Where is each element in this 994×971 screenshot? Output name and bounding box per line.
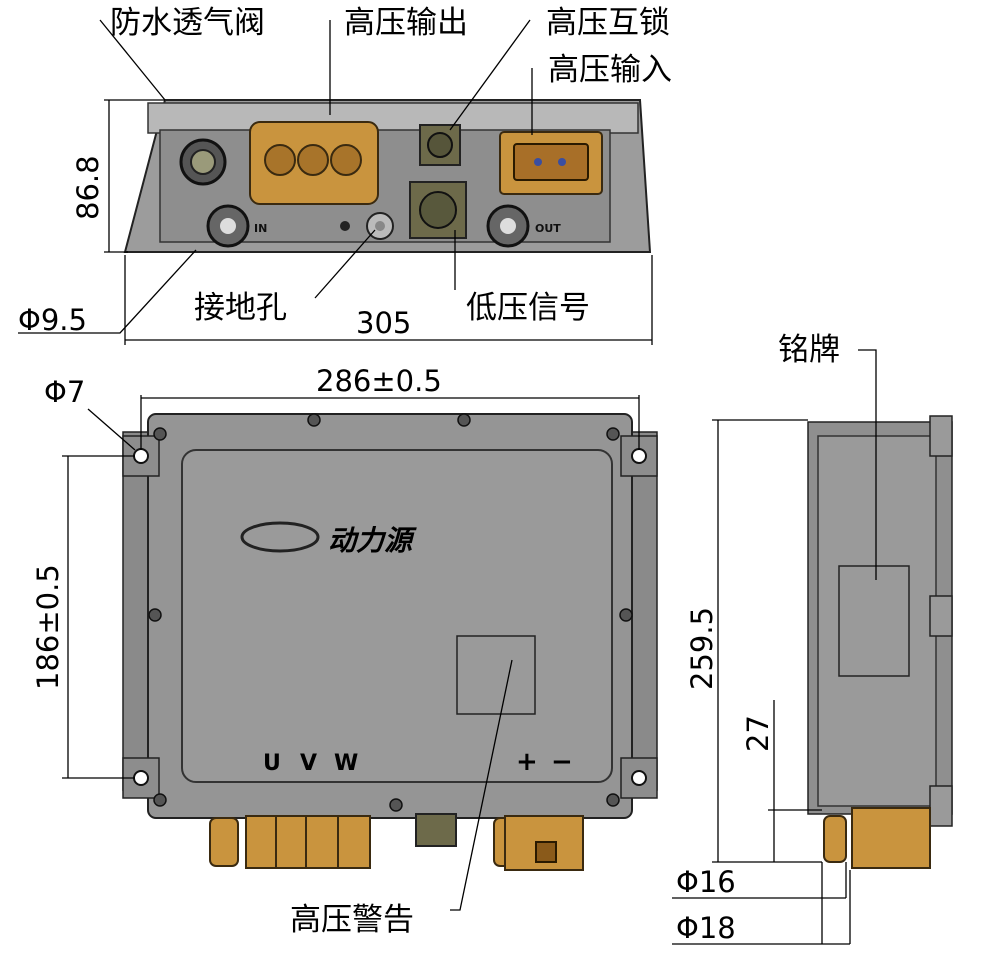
- top-view: 动力源 U V W + −: [122, 413, 658, 871]
- hv-warning-label: [456, 635, 536, 715]
- port-out-label: OUT: [535, 222, 561, 235]
- dim-hole-dia-front: Φ9.5: [18, 303, 87, 337]
- plus-mark: +: [516, 747, 538, 777]
- callout-lv-signal: 低压信号: [466, 290, 590, 326]
- port-in-label: IN: [254, 222, 267, 235]
- callout-hv-interlock: 高压互锁: [546, 5, 670, 41]
- side-view: [807, 415, 953, 869]
- dim-offset-side: 27: [741, 715, 775, 752]
- callout-ground-hole: 接地孔: [194, 290, 287, 326]
- front-view: IN OUT: [123, 99, 652, 253]
- dim-dia-inner: Φ16: [676, 865, 736, 899]
- dim-height: 86.8: [71, 155, 105, 220]
- hv-output-connector: [249, 121, 379, 205]
- callout-nameplate: 铭牌: [778, 332, 840, 368]
- hv-input-connector: [499, 131, 603, 195]
- callout-hv-output: 高压输出: [344, 5, 468, 41]
- dim-dia-outer: Φ18: [676, 911, 736, 945]
- callout-hv-warning: 高压警告: [290, 902, 414, 938]
- dim-width-total: 305: [356, 306, 411, 340]
- nameplate-label: [838, 565, 910, 677]
- callout-vent-valve: 防水透气阀: [110, 5, 265, 41]
- callout-hv-input: 高压输入: [548, 52, 672, 88]
- dim-hole-span-x: 286±0.5: [316, 364, 442, 398]
- dim-length-side: 259.5: [685, 607, 719, 690]
- side-dimension-lines: [672, 349, 877, 945]
- phase-u-mark: U: [263, 751, 281, 776]
- brand-text: 动力源: [328, 524, 417, 557]
- minus-mark: −: [551, 747, 573, 777]
- brand-logo: 动力源: [240, 521, 417, 557]
- dim-hole-dia-top: Φ7: [44, 375, 85, 409]
- dim-hole-span-y: 186±0.5: [31, 564, 65, 690]
- phase-v-mark: V: [300, 751, 317, 776]
- phase-w-mark: W: [334, 751, 358, 776]
- top-dimension-lines: [62, 395, 640, 911]
- front-dimension-lines: [18, 19, 653, 345]
